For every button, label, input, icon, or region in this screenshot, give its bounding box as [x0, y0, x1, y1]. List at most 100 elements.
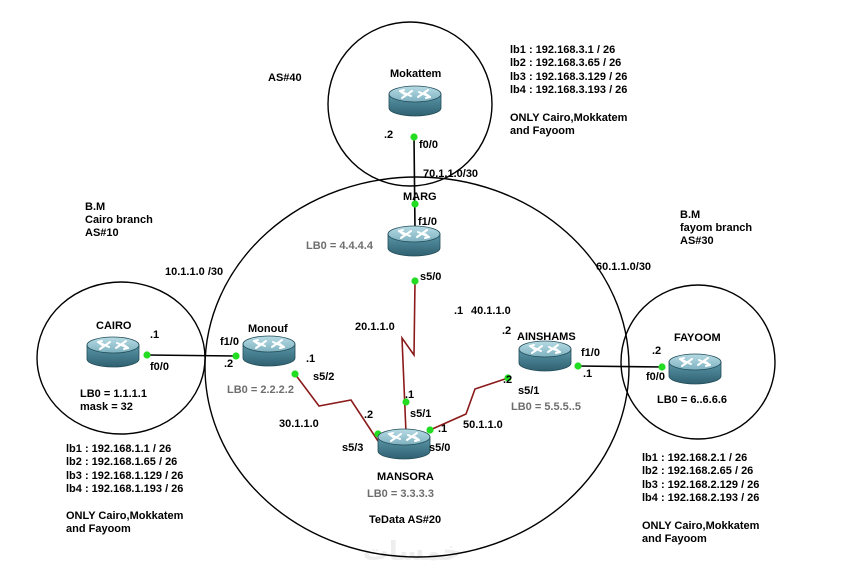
- ainshams-f10-label: f1/0: [581, 347, 600, 359]
- cairo-host-label: .1: [150, 329, 159, 341]
- mansora-top-host-label: .1: [405, 389, 414, 401]
- router-ainshams-icon[interactable]: [518, 340, 572, 372]
- ainshams-lb0-label: LB0 = 5.5.5..5: [511, 401, 581, 413]
- endpoint-fayoom-f00: [658, 363, 666, 371]
- fayoom-bm-label: B.M: [680, 209, 700, 221]
- mokattem-lb4: lb4 : 192.168.3.193 / 26: [510, 84, 627, 96]
- monouf-router-name: Monouf: [248, 323, 288, 335]
- link-cairo-monouf: [146, 354, 237, 357]
- fayoom-lb1: lb1 : 192.168.2.1 / 26: [642, 452, 747, 464]
- net-30-label: 30.1.1.0: [279, 418, 319, 430]
- mokattem-lb3: lb3 : 192.168.3.129 / 26: [510, 71, 627, 83]
- fayoom-note-line2: and Fayoom: [642, 533, 707, 545]
- as30-label: AS#30: [680, 235, 714, 247]
- fayoom-host-label: .2: [652, 345, 661, 357]
- mokattem-note-line2: and Fayoom: [510, 125, 575, 137]
- fayoom-router-name: FAYOOM: [674, 332, 721, 344]
- marg-router-name: MARG: [403, 191, 437, 203]
- router-marg-icon[interactable]: [387, 225, 441, 257]
- ainshams-top-host-label: .2: [502, 325, 511, 337]
- as20-label: TeData AS#20: [369, 514, 441, 526]
- mokattem-host-label: .2: [384, 129, 393, 141]
- endpoint-monouf-f10: [232, 352, 240, 360]
- net-40-host-label: .1: [454, 305, 463, 317]
- cairo-branch-label: Cairo branch: [85, 214, 153, 226]
- router-mokattem-icon[interactable]: [388, 85, 442, 117]
- router-mansora-icon[interactable]: [377, 428, 431, 460]
- mansora-right-host-label: .1: [438, 423, 447, 435]
- endpoint-marg-f10: [411, 200, 419, 208]
- watermark: خمسات: [363, 537, 462, 567]
- mokattem-lb1: lb1 : 192.168.3.1 / 26: [510, 44, 615, 56]
- as10-cairo-circle: [36, 281, 206, 435]
- net-50-label: 50.1.1.0: [463, 419, 503, 431]
- endpoint-cairo-f00: [143, 351, 151, 359]
- mansora-s51-label: s5/1: [410, 408, 431, 420]
- link-ainshams-fayoom: [577, 365, 665, 368]
- monouf-lb0-label: LB0 = 2.2.2.2: [227, 384, 294, 396]
- router-cairo-icon[interactable]: [86, 336, 140, 368]
- cairo-lb0-label: LB0 = 1.1.1.1: [80, 388, 147, 400]
- net-20-label: 20.1.1.0: [355, 321, 395, 333]
- mansora-s53-label: s5/3: [342, 442, 363, 454]
- cairo-router-name: CAIRO: [96, 320, 132, 332]
- marg-lb0-label: LB0 = 4.4.4.4: [306, 240, 374, 252]
- fayoom-branch-label: fayom branch: [680, 222, 752, 234]
- fayoom-note-line1: ONLY Cairo,Mokkatem: [642, 520, 760, 532]
- monouf-s-host-label: .1: [306, 353, 315, 365]
- fayoom-lb4: lb4 : 192.168.2.193 / 26: [642, 492, 759, 504]
- endpoint-ainshams-f10: [574, 362, 582, 370]
- as30-fayoom-circle: [620, 284, 776, 440]
- cairo-f00-label: f0/0: [150, 361, 169, 373]
- cairo-lb2: lb2 : 192.168.1.65 / 26: [66, 456, 177, 468]
- cairo-bm-label: B.M: [85, 201, 105, 213]
- cairo-lb3: lb3 : 192.168.1.129 / 26: [66, 470, 183, 482]
- mansora-s50-label: s5/0: [429, 442, 450, 454]
- net-70-label: 70.1.1.0/30: [423, 168, 478, 180]
- cairo-note-line1: ONLY Cairo,Mokkatem: [66, 510, 184, 522]
- link-marg-mansora-serial: [401, 280, 416, 434]
- link-mokattem-marg: [413, 136, 416, 231]
- cairo-lb1: lb1 : 192.168.1.1 / 26: [66, 443, 171, 455]
- link-mansora-ainshams-serial: [429, 377, 509, 431]
- fayoom-f00-label: f0/0: [646, 371, 665, 383]
- endpoint-mansora-s50: [426, 426, 434, 434]
- mansora-left-host-label: .2: [364, 409, 373, 421]
- marg-s50-label: s5/0: [420, 271, 441, 283]
- endpoint-mokattem-f00: [410, 133, 418, 141]
- as10-label: AS#10: [85, 227, 119, 239]
- ainshams-f-host-label: .1: [583, 368, 592, 380]
- fayoom-lb2: lb2 : 192.168.2.65 / 26: [642, 465, 753, 477]
- endpoint-monouf-s52: [291, 370, 299, 378]
- monouf-f-host-label: .2: [224, 358, 233, 370]
- mokattem-note-line1: ONLY Cairo,Mokkatem: [510, 112, 628, 124]
- mansora-router-name: MANSORA: [377, 471, 434, 483]
- cairo-lb4: lb4 : 192.168.1.193 / 26: [66, 483, 183, 495]
- endpoint-marg-s50: [411, 277, 419, 285]
- net-10-label: 10.1.1.0 /30: [165, 266, 223, 278]
- mokattem-lb2: lb2 : 192.168.3.65 / 26: [510, 57, 621, 69]
- fayoom-lb0-label: LB0 = 6..6.6.6: [657, 394, 727, 406]
- fayoom-lb3: lb3 : 192.168.2.129 / 26: [642, 479, 759, 491]
- as40-label: AS#40: [268, 72, 302, 84]
- mokattem-f00-label: f0/0: [419, 139, 438, 151]
- net-60-label: 60.1.1.0/30: [596, 261, 651, 273]
- mokattem-router-name: Mokattem: [390, 68, 442, 80]
- monouf-f10-label: f1/0: [220, 336, 239, 348]
- endpoint-ainshams-s51: [504, 374, 512, 382]
- as40-mokattem-circle: [327, 21, 493, 187]
- marg-f10-label: f1/0: [418, 216, 437, 228]
- endpoint-mansora-s51: [402, 398, 410, 406]
- cairo-note-line2: and Fayoom: [66, 523, 131, 535]
- router-monouf-icon[interactable]: [242, 335, 296, 367]
- cairo-mask-label: mask = 32: [80, 401, 133, 413]
- mansora-lb0-label: LB0 = 3.3.3.3: [367, 488, 434, 500]
- ainshams-router-name: AINSHAMS: [517, 331, 576, 343]
- monouf-s52-label: s5/2: [313, 371, 334, 383]
- net-40-label: 40.1.1.0: [471, 305, 511, 317]
- ainshams-s51-label: s5/1: [518, 385, 539, 397]
- link-monouf-mansora-serial: [294, 373, 379, 442]
- router-fayoom-icon[interactable]: [668, 353, 722, 385]
- ainshams-s-host-label: .2: [503, 374, 512, 386]
